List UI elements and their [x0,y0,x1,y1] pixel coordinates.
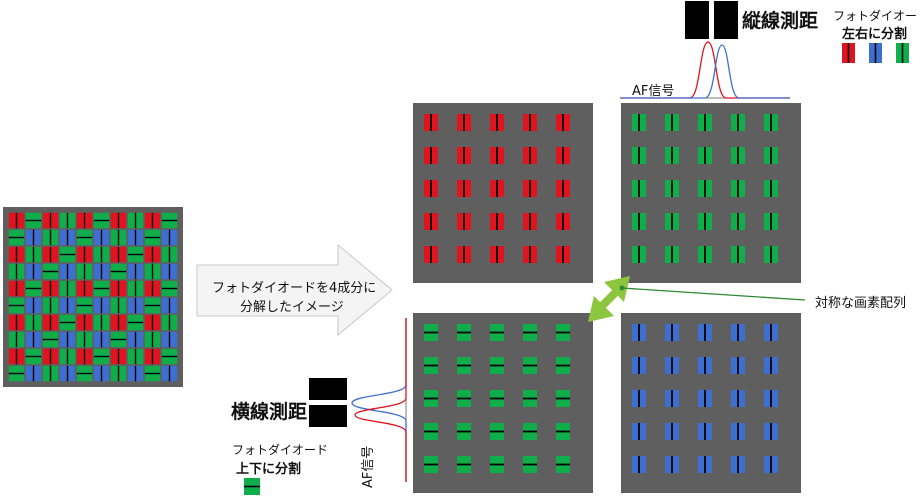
symmetric-label: 対称な画素配列 [815,296,907,311]
red-panel [413,103,593,283]
pd-lr-line1: フォトダイオード [833,9,920,23]
split-caption-line1: フォトダイオードを4成分に [212,281,377,296]
right-arrow-shape [196,243,393,337]
vertical-af-title: 縦線測距 [742,10,819,32]
green-lr-panel [621,103,801,283]
blue-panel [621,313,801,493]
vertical-af-bars [685,1,738,39]
horizontal-af-bars [309,378,347,427]
lr-split-legend [842,43,909,63]
pd-ud-line2: 上下に分割 [236,462,302,477]
af-signal-curve-top [620,41,790,99]
pd-ud-line1: フォトダイオード [232,443,329,457]
af-signal-bottom-label: AF信号 [361,445,376,488]
horizontal-af-title: 横線測距 [231,401,308,423]
combined-sensor-mosaic [3,207,183,387]
ud-split-legend [244,478,260,495]
double-arrow-icon [588,276,630,322]
af-signal-curve-bottom [351,318,407,482]
af-signal-top-label: AF信号 [632,84,675,99]
split-caption-line2: 分解したイメージ [240,300,344,315]
green-ud-panel [413,313,593,493]
pd-lr-line2: 左右に分割 [842,27,908,42]
symmetric-pointer-line [619,285,806,301]
